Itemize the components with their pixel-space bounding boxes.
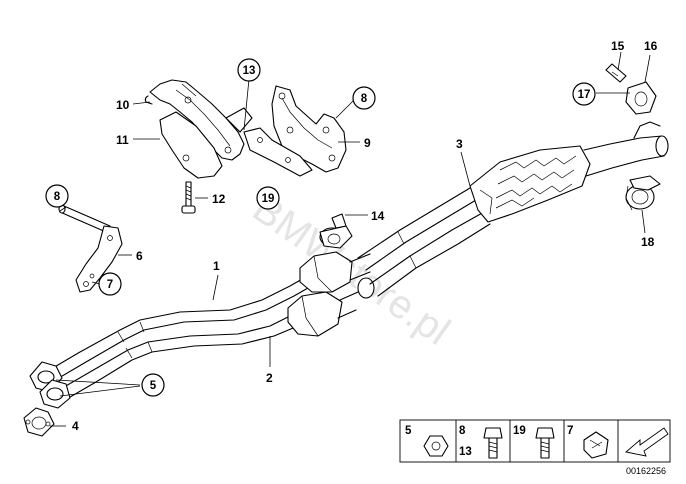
svg-text:19: 19 bbox=[262, 193, 275, 205]
svg-text:13: 13 bbox=[459, 446, 472, 458]
legend-bolt-19: 19 bbox=[513, 425, 555, 459]
front-pipe-assembly bbox=[29, 251, 375, 409]
callout-10: 10 bbox=[116, 98, 130, 112]
hardware-legend: 5 8 13 19 7 bbox=[399, 419, 671, 463]
svg-text:8: 8 bbox=[459, 425, 466, 437]
pipe-clamp-14 bbox=[319, 213, 353, 249]
callout-2: 2 bbox=[266, 371, 273, 385]
direction-arrow-icon bbox=[625, 427, 669, 457]
svg-text:7: 7 bbox=[107, 279, 113, 291]
rubber-clip-15 bbox=[605, 63, 627, 83]
svg-text:8: 8 bbox=[54, 191, 61, 203]
leader-lines bbox=[50, 51, 651, 427]
legend-clip-7: 7 bbox=[567, 425, 609, 459]
pipe-clamp-18 bbox=[625, 175, 661, 211]
callout-5: 5 bbox=[141, 373, 165, 397]
callout-13: 13 bbox=[237, 58, 261, 82]
callout-14: 14 bbox=[371, 209, 385, 223]
callout-7: 7 bbox=[98, 272, 122, 296]
svg-text:17: 17 bbox=[578, 89, 591, 101]
callout-1: 1 bbox=[213, 259, 220, 273]
svg-text:19: 19 bbox=[513, 425, 526, 437]
callout-8-upper: 8 bbox=[352, 86, 376, 110]
small-hanger-bracket bbox=[58, 204, 123, 293]
callout-15: 15 bbox=[611, 39, 625, 53]
mounting-bracket bbox=[243, 85, 347, 177]
svg-text:7: 7 bbox=[567, 425, 573, 437]
centre-silencer-assembly bbox=[357, 121, 669, 297]
rubber-mount-16 bbox=[625, 81, 657, 115]
callout-8-lower: 8 bbox=[45, 184, 69, 208]
svg-text:13: 13 bbox=[243, 65, 256, 77]
hanger-bracket bbox=[144, 79, 253, 179]
diagram-code: 00162256 bbox=[626, 466, 666, 476]
gasket-part-4 bbox=[23, 407, 55, 437]
callout-11: 11 bbox=[116, 133, 129, 147]
callout-9: 9 bbox=[364, 136, 371, 150]
legend-nut: 5 bbox=[405, 425, 449, 457]
bolt-part-12 bbox=[181, 181, 196, 214]
svg-text:8: 8 bbox=[361, 93, 368, 105]
callout-12: 12 bbox=[212, 192, 226, 206]
callout-3: 3 bbox=[456, 137, 463, 151]
callout-19: 19 bbox=[256, 186, 280, 210]
legend-bolt-8-13: 8 13 bbox=[459, 425, 503, 459]
callout-16: 16 bbox=[644, 39, 658, 53]
callout-18: 18 bbox=[641, 235, 655, 249]
svg-text:5: 5 bbox=[405, 425, 412, 437]
callout-6: 6 bbox=[136, 249, 143, 263]
callout-17: 17 bbox=[572, 82, 596, 106]
svg-text:5: 5 bbox=[150, 380, 157, 392]
callout-4: 4 bbox=[72, 419, 79, 433]
